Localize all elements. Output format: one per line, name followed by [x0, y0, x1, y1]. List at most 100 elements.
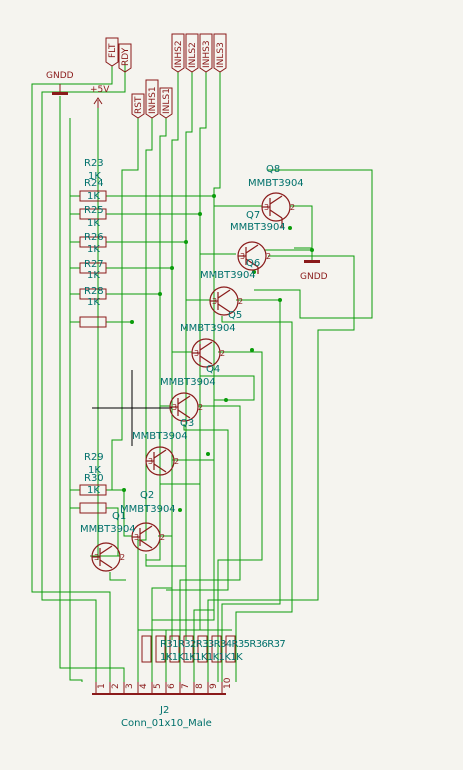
- r24-value: 1K: [87, 191, 100, 202]
- q2-part: MMBT3904: [120, 504, 176, 515]
- j2-ref: J2: [159, 705, 169, 716]
- r28-ref: R28: [84, 286, 104, 297]
- r27-body: [79, 288, 107, 300]
- q8-symbol: [261, 192, 291, 228]
- j2-pin-2: 2: [111, 683, 121, 689]
- j2-pin-8: 8: [195, 683, 205, 689]
- r29-value: 1K: [88, 465, 101, 476]
- r25-body: [79, 236, 107, 248]
- j2-pin-10: 10: [223, 677, 233, 689]
- r25-ref: R25: [84, 205, 104, 216]
- transistors: [91, 192, 291, 572]
- gndd-right-label: GNDD: [300, 272, 328, 282]
- bottom-resistor-array: [141, 635, 236, 663]
- j2-value: Conn_01x10_Male: [121, 718, 212, 729]
- r25-value: 1K: [87, 218, 100, 229]
- j2-pin-6: 6: [167, 683, 177, 689]
- svg-text:3: 3: [264, 203, 269, 212]
- q8-part: MMBT3904: [248, 178, 304, 189]
- plus5v-symbol: +5V: [90, 85, 110, 108]
- gndd-top-symbol: GNDD: [46, 71, 74, 95]
- r29-ref: R29: [84, 452, 104, 463]
- gndd-top-label: GNDD: [46, 71, 74, 81]
- r30-body: [79, 502, 107, 514]
- q8-ref: Q8: [266, 164, 280, 175]
- q5-ref: Q5: [228, 310, 242, 321]
- plus5v-label: +5V: [90, 85, 110, 95]
- q1-ref: Q1: [112, 511, 126, 522]
- drawing-artifacts: [92, 370, 172, 446]
- inls2-label: INLS2: [188, 42, 198, 68]
- q7-symbol: [237, 241, 267, 274]
- j2-pin-4: 4: [139, 683, 149, 689]
- bottom-resistor-refs: R31R32R33R34R35R36R37: [160, 639, 285, 650]
- inhs1-label: INHS1: [148, 86, 158, 114]
- q3-ref: Q3: [180, 418, 194, 429]
- r27-ref: R27: [84, 259, 104, 270]
- q1-symbol: [91, 542, 121, 572]
- resistor-bodies: [79, 190, 107, 514]
- svg-text:2: 2: [160, 533, 165, 542]
- r26-body: [79, 262, 107, 274]
- r30-value: 1K: [87, 485, 100, 496]
- q2-symbol: [131, 522, 161, 552]
- svg-text:3: 3: [172, 403, 177, 412]
- q7-ref: Q7: [246, 210, 260, 221]
- q1-part: MMBT3904: [80, 524, 136, 535]
- svg-text:3: 3: [240, 252, 245, 261]
- r23-value: 1K: [88, 171, 101, 182]
- rdy-label: RDY: [121, 47, 131, 66]
- j2-pin-5: 5: [153, 683, 163, 689]
- r26-ref: R26: [84, 232, 104, 243]
- q4-symbol: [169, 392, 199, 422]
- r26-value: 1K: [87, 244, 100, 255]
- q2-ref: Q2: [140, 490, 154, 501]
- q3-part: MMBT3904: [132, 431, 188, 442]
- svg-text:2: 2: [238, 297, 243, 306]
- q3-symbol: [145, 446, 175, 476]
- svg-text:2: 2: [174, 457, 179, 466]
- wires: [31, 62, 373, 682]
- svg-text:3: 3: [134, 533, 139, 542]
- r27-value: 1K: [87, 270, 100, 281]
- q6-ref: Q6: [246, 258, 260, 269]
- gndd-right-symbol: GNDD: [300, 260, 328, 282]
- q4-ref: Q4: [206, 364, 220, 375]
- inhs2-label: INHS2: [174, 40, 184, 68]
- r29-body: [79, 484, 107, 496]
- q5-symbol: [191, 338, 221, 368]
- q4-part: MMBT3904: [160, 377, 216, 388]
- svg-text:3: 3: [194, 349, 199, 358]
- r28-value: 1K: [87, 297, 100, 308]
- j2-pin-3: 3: [125, 683, 135, 689]
- svg-text:2: 2: [266, 252, 271, 261]
- j2-pin-1: 1: [97, 683, 107, 689]
- svg-text:2: 2: [220, 349, 225, 358]
- rst-label: RST: [134, 96, 144, 114]
- r23-body: [79, 190, 107, 202]
- j2-pin-7: 7: [181, 683, 191, 689]
- svg-text:2: 2: [290, 203, 295, 212]
- r28-body: [79, 316, 107, 328]
- net-label-flags: [105, 33, 227, 119]
- junction-dots: [122, 194, 314, 512]
- flt-label: FLT: [108, 43, 118, 58]
- r24-body: [79, 208, 107, 220]
- r30-ref: R30: [84, 473, 104, 484]
- svg-text:3: 3: [94, 553, 99, 562]
- svg-text:3: 3: [212, 297, 217, 306]
- inls1-label: INLS1: [162, 88, 172, 114]
- inls3-label: INLS3: [216, 42, 226, 68]
- r24-ref: R24: [84, 178, 104, 189]
- svg-text:2: 2: [120, 553, 125, 562]
- j2-pin-9: 9: [209, 683, 219, 689]
- q5-part: MMBT3904: [180, 323, 236, 334]
- r23-ref: R23: [84, 158, 104, 169]
- inhs3-label: INHS3: [202, 40, 212, 68]
- connector-j2-pins: [92, 682, 226, 695]
- bottom-resistor-values: 1K1K1K1K1K1K1K: [160, 652, 243, 663]
- q7-part: MMBT3904: [230, 222, 286, 233]
- q6-part: MMBT3904: [200, 270, 256, 281]
